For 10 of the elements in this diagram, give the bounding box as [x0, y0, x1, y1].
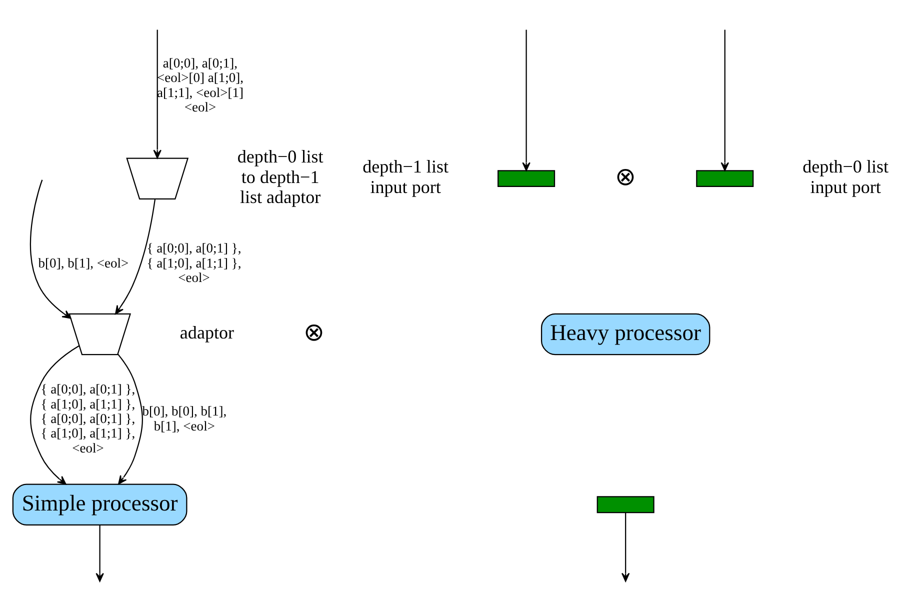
node-label: depth−0 list to depth−1 list adaptor — [237, 146, 324, 208]
node-label: adaptor — [180, 322, 234, 343]
edge-label: { a[0;0], a[0;1] }, { a[1;0], a[1;1] }, { a[0;0], a[0;1] }, { a[1;0], a[1;1] }, <eol> — [40, 382, 136, 456]
label: ⊗ — [615, 164, 636, 191]
edge-label: b[0], b[1], <eol> — [38, 255, 129, 270]
edge-label: { a[0;0], a[0;1] }, { a[1;0], a[1;1] }, <eol> — [146, 240, 242, 285]
node-label: depth−1 list input port — [362, 156, 449, 198]
label: ⊗ — [304, 320, 325, 347]
edge-label: b[0], b[0], b[1], b[1], <eol> — [142, 404, 227, 434]
node-label: depth−0 list input port — [802, 156, 889, 198]
